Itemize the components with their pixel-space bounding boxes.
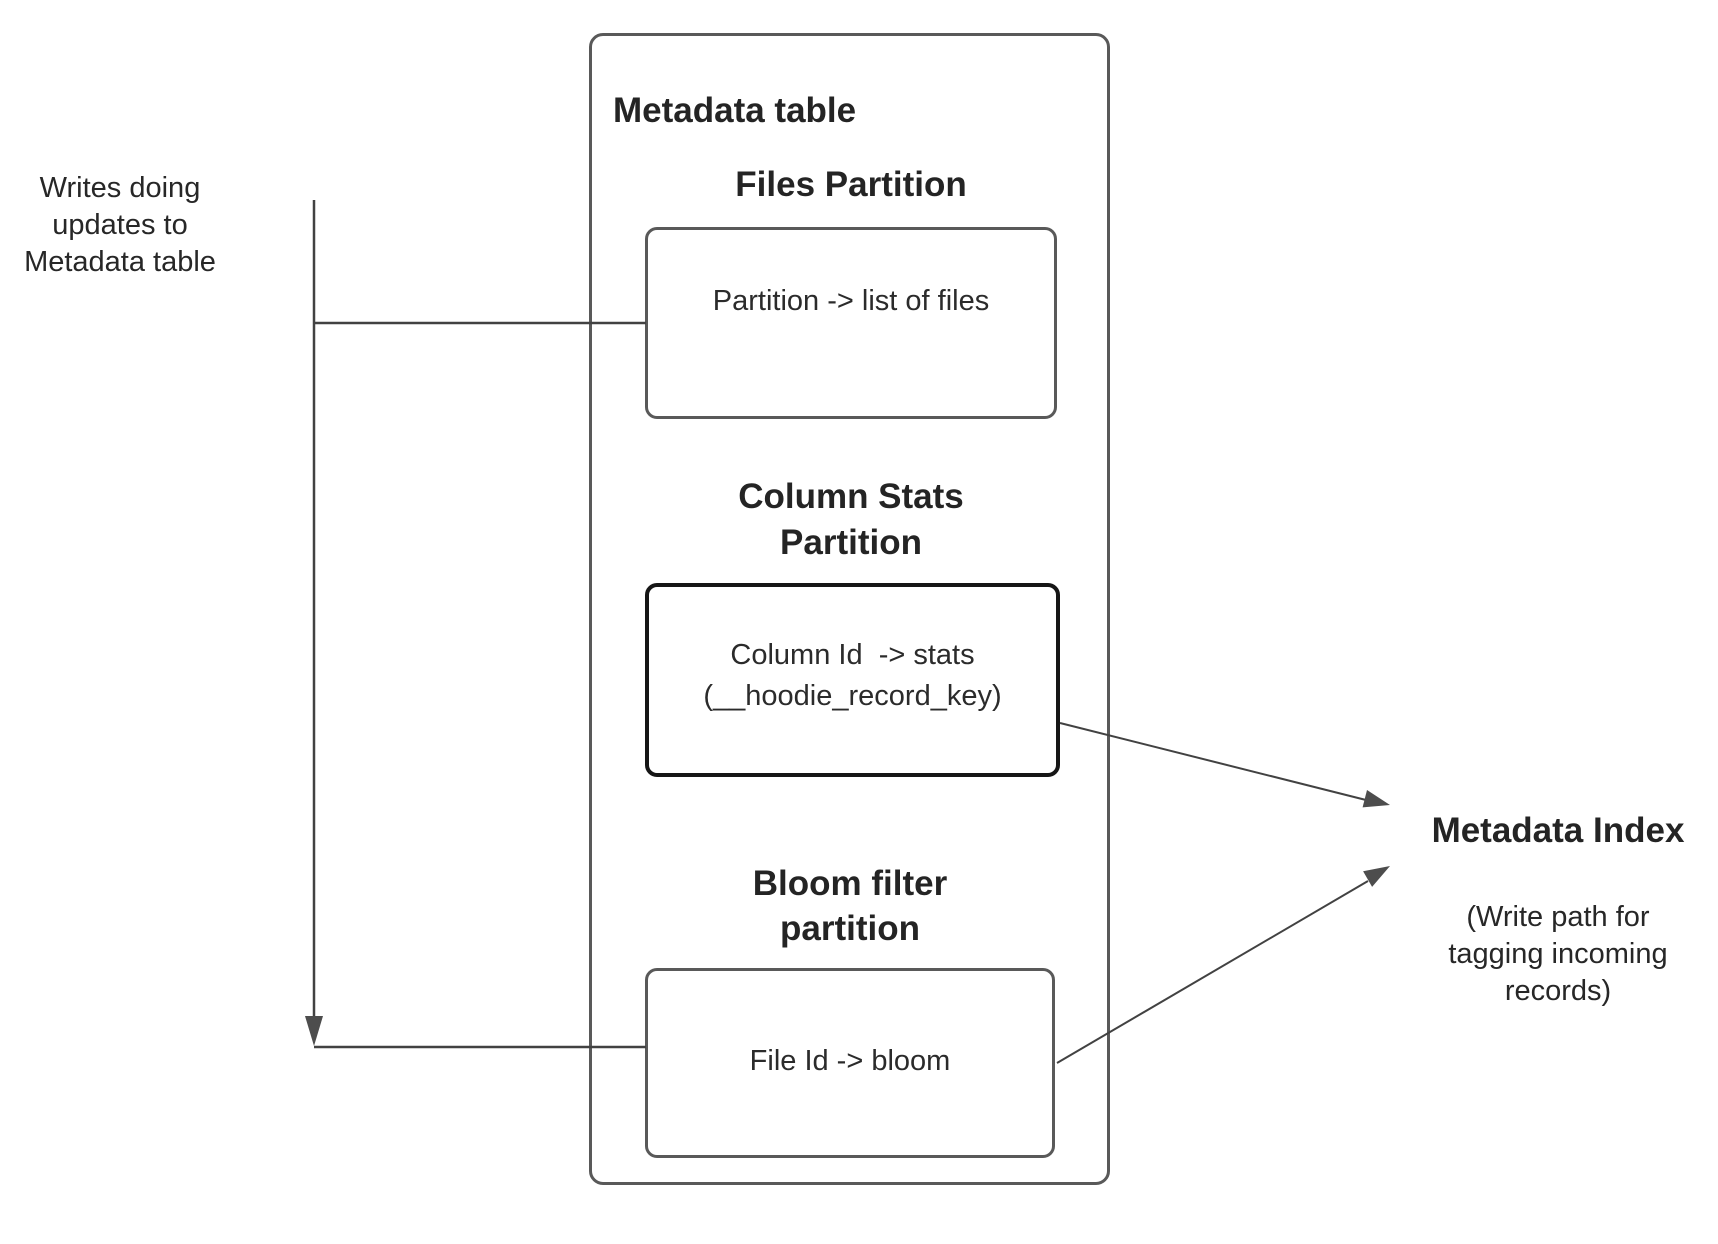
column-stats-partition-value: Column Id -> stats (__hoodie_record_key) — [703, 639, 1002, 712]
bloom-filter-partition-value: File Id -> bloom — [749, 1045, 951, 1077]
bloom-filter-partition-box — [645, 968, 1055, 1158]
metadata-table-title: Metadata table — [613, 91, 857, 130]
files-partition-title: Files Partition — [735, 165, 967, 204]
column-stats-partition-title: Column Stats Partition — [738, 477, 964, 562]
metadata-index-subtitle: (Write path for tagging incoming records… — [1448, 901, 1668, 1007]
bloom-filter-partition-title: Bloom filter partition — [752, 864, 948, 948]
column-stats-partition-box — [645, 583, 1060, 777]
arrow-down-icon — [305, 1016, 323, 1046]
arrow-up-right-icon — [1363, 866, 1390, 887]
writes-updates-note: Writes doing updates to Metadata table — [24, 172, 216, 278]
metadata-table-box — [589, 33, 1110, 1185]
metadata-index-title: Metadata Index — [1431, 811, 1685, 850]
files-partition-box — [645, 227, 1057, 419]
files-partition-value: Partition -> list of files — [712, 285, 990, 317]
arrow-right-icon — [1362, 790, 1390, 808]
